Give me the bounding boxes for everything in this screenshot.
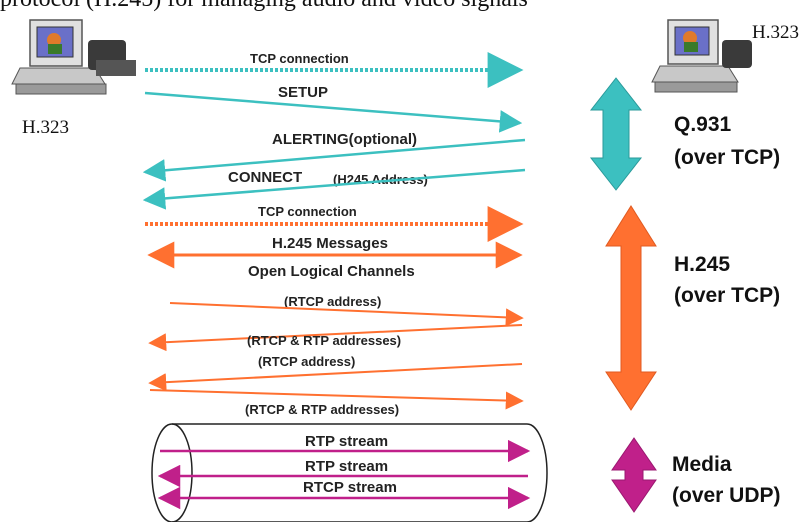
arrow-rtcp-address-1: [169, 302, 524, 327]
msg-alerting: ALERTING(optional): [272, 131, 417, 148]
header-cutoff-text: protocol (H.245) for managing audio and …: [0, 0, 528, 12]
h245-label: H.245: [674, 253, 730, 276]
msg-rtcp-rtp-addresses-2: (RTCP & RTP addresses): [245, 402, 399, 417]
right-computer-icon: [651, 19, 752, 93]
msg-rtcp-stream: RTCP stream: [303, 479, 397, 496]
media-phase-arrow-icon: [611, 437, 657, 513]
q931-transport-label: (over TCP): [674, 146, 780, 169]
msg-rtp-stream-1: RTP stream: [305, 433, 388, 450]
arrow-rtcp-rtp-addresses-2: [149, 389, 524, 410]
msg-connect: CONNECT: [228, 169, 302, 186]
msg-tcp-connection-1: TCP connection: [250, 51, 349, 66]
msg-open-logical-channels: Open Logical Channels: [248, 263, 415, 280]
msg-tcp-connection-2: TCP connection: [258, 204, 357, 219]
h245-transport-label: (over TCP): [674, 284, 780, 307]
arrow-rtcp-rtp-addresses-1: [148, 324, 523, 352]
media-tube: [151, 423, 548, 522]
msg-rtcp-address-1: (RTCP address): [284, 294, 381, 309]
msg-rtcp-rtp-addresses-1: (RTCP & RTP addresses): [247, 333, 401, 348]
msg-h245-messages: H.245 Messages: [272, 235, 388, 252]
q931-label: Q.931: [674, 113, 732, 136]
msg-rtp-stream-2: RTP stream: [305, 458, 388, 475]
arrow-alerting: [142, 138, 526, 182]
left-computer-icon: [11, 19, 136, 95]
left-endpoint-label: H.323: [22, 117, 69, 138]
media-transport-label: (over UDP): [672, 484, 781, 507]
arrow-connect: [142, 168, 526, 210]
right-endpoint-label: H.323: [752, 22, 799, 43]
q931-phase-arrow-icon: [589, 77, 643, 191]
msg-rtcp-address-2: (RTCP address): [258, 354, 355, 369]
media-label: Media: [672, 453, 732, 476]
h245-phase-arrow-icon: [605, 205, 657, 411]
arrow-setup: [144, 91, 523, 133]
arrow-rtcp-address-2: [148, 363, 523, 392]
msg-setup: SETUP: [278, 84, 328, 101]
